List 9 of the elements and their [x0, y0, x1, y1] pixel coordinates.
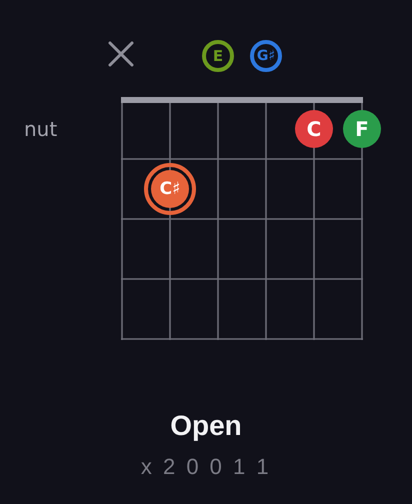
cross-icon: [108, 41, 134, 67]
note-marker: F: [343, 110, 381, 148]
nut-label: nut: [24, 117, 58, 141]
open-string-marker: E: [202, 40, 234, 72]
note-marker: C: [295, 110, 333, 148]
fingering-label: x 2 0 0 1 1: [140, 454, 272, 479]
open-string-marker: G♯: [250, 40, 282, 72]
chord-name: Open: [170, 410, 242, 441]
root-note-marker: C♯: [144, 163, 196, 215]
